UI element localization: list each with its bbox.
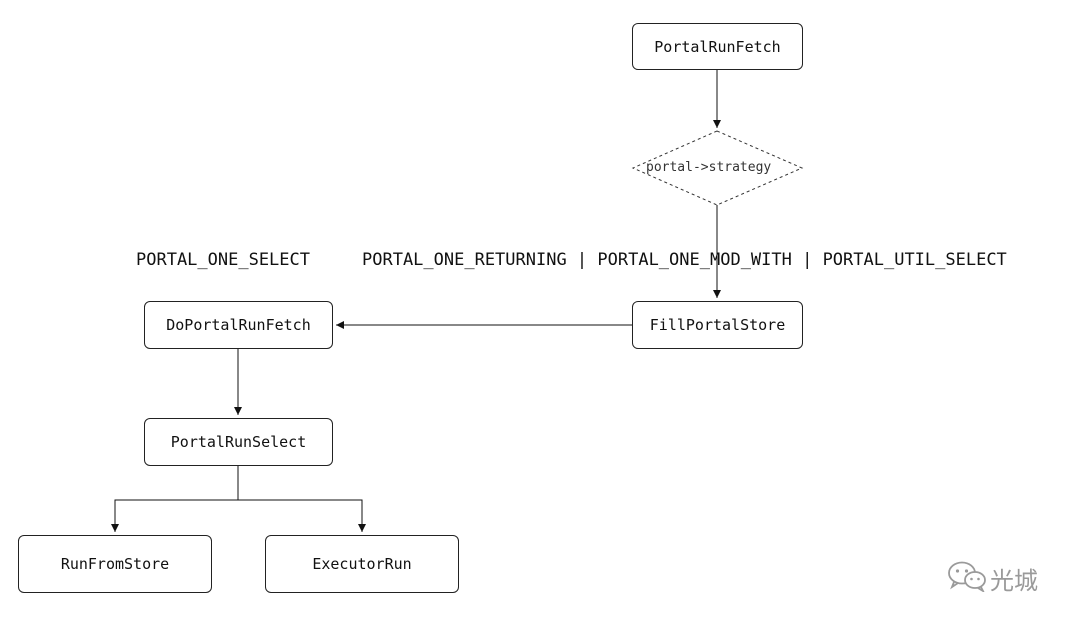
node-do-portal-run-fetch: DoPortalRunFetch [144,301,333,349]
node-executor-run-label: ExecutorRun [312,555,412,573]
node-fill-portal-store-label: FillPortalStore [649,316,786,334]
node-executor-run: ExecutorRun [265,535,459,593]
watermark-text: 光城 [990,567,1038,595]
node-portal-run-select-label: PortalRunSelect [170,433,307,451]
edge-select-to-runfromstore [111,466,239,532]
edge-select-to-executorrun [238,499,366,532]
node-portal-run-select: PortalRunSelect [144,418,333,466]
node-portal-run-fetch: PortalRunFetch [632,23,803,70]
strategy-diamond [631,130,804,206]
node-do-portal-run-fetch-label: DoPortalRunFetch [166,316,311,334]
strategy-label: portal->strategy [646,160,772,175]
wechat-icon [948,561,986,592]
node-run-from-store: RunFromStore [18,535,212,593]
edge-label-others: PORTAL_ONE_RETURNING | PORTAL_ONE_MOD_WI… [362,250,1007,270]
node-portal-run-fetch-label: PortalRunFetch [654,37,781,56]
edge-label-one-select: PORTAL_ONE_SELECT [136,250,310,270]
node-run-from-store-label: RunFromStore [60,555,170,573]
node-fill-portal-store: FillPortalStore [632,301,803,349]
